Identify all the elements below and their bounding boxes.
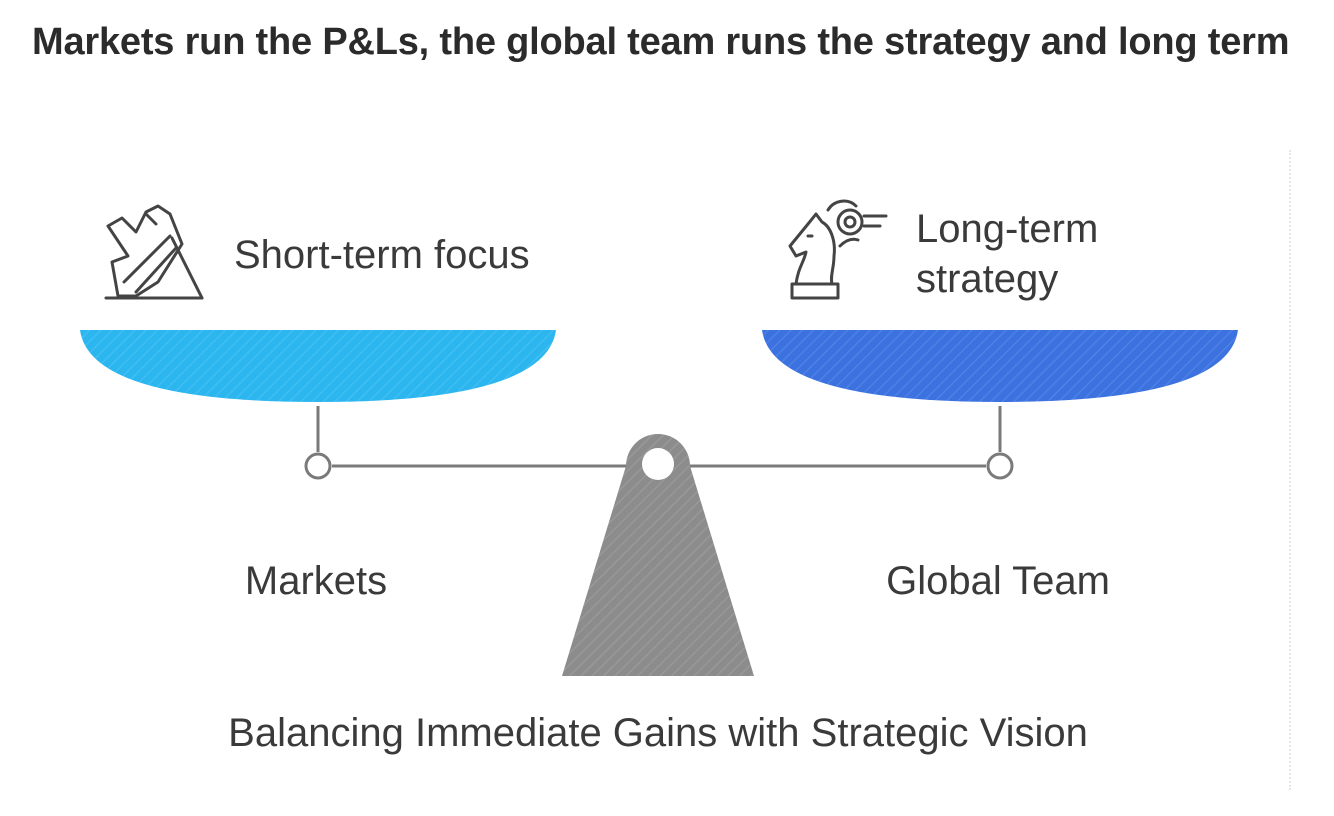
right-pivot-ring — [986, 452, 1014, 480]
chess-knight-icon — [788, 199, 888, 300]
fulcrum — [562, 434, 754, 676]
right-scale-pan — [762, 330, 1238, 402]
markets-label: Markets — [245, 559, 387, 603]
left-pivot-ring — [304, 452, 332, 480]
long-term-label-line2: strategy — [916, 257, 1058, 301]
running-shoe-icon — [104, 204, 204, 300]
long-term-label-line1: Long-term — [916, 207, 1098, 251]
page-title: Markets run the P&Ls, the global team ru… — [32, 21, 1290, 63]
global-team-label: Global Team — [886, 559, 1110, 603]
left-scale-pan — [80, 330, 556, 402]
diagram-caption: Balancing Immediate Gains with Strategic… — [228, 711, 1088, 755]
edge-divider — [1289, 150, 1291, 790]
short-term-focus-label: Short-term focus — [234, 233, 530, 277]
